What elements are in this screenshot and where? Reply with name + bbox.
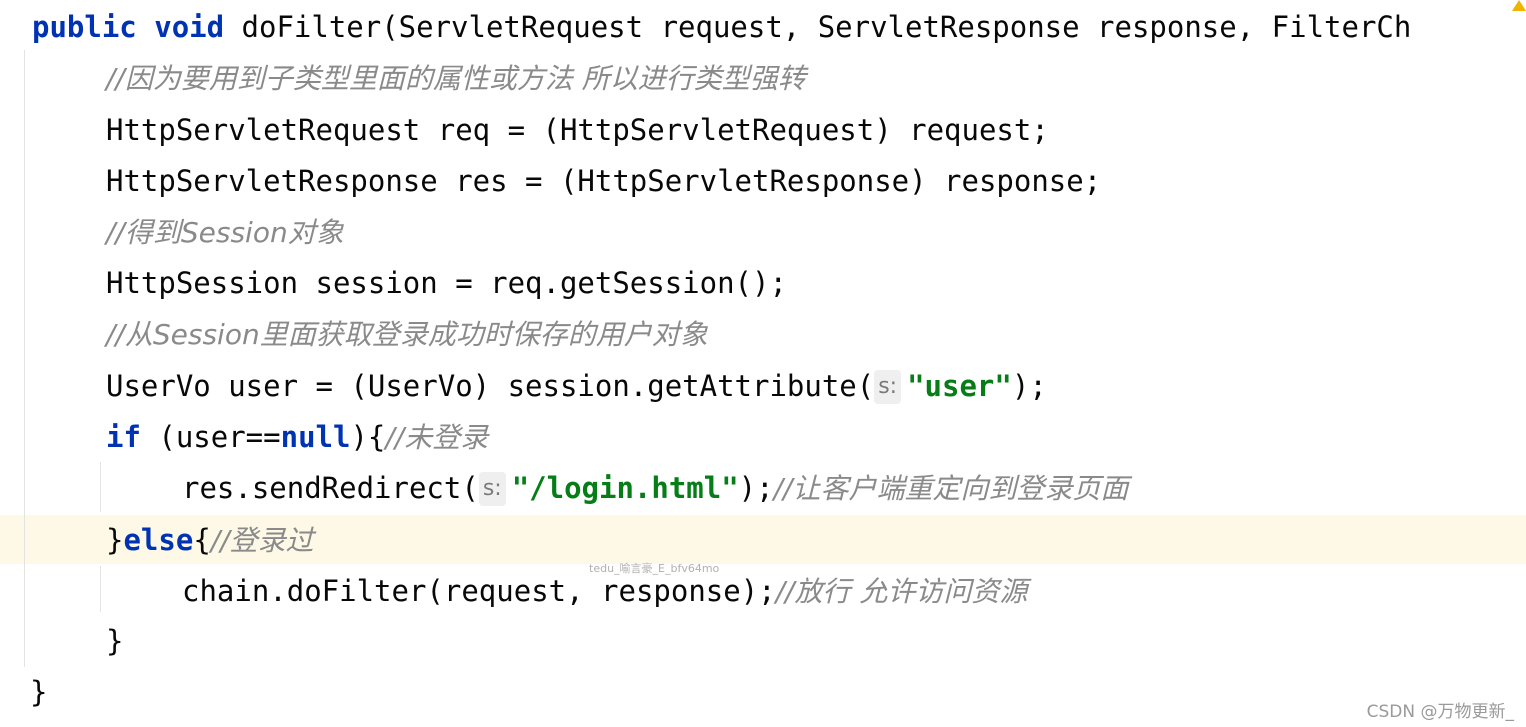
- warning-icon[interactable]: [1512, 0, 1526, 11]
- code-line-5: //得到Session对象: [106, 216, 344, 249]
- indent-guide: [100, 566, 101, 612]
- watermark-center: tedu_喻言豪_E_bfv64mo: [589, 562, 720, 575]
- param-hint: s:: [874, 370, 902, 404]
- code-line-3: HttpServletRequest req = (HttpServletReq…: [106, 113, 1049, 147]
- code-line-9: if (user==null){//未登录: [106, 420, 489, 454]
- code-line-8: UserVo user = (UserVo) session.getAttrib…: [106, 369, 1047, 404]
- code-line-1: public void doFilter(ServletRequest requ…: [32, 10, 1412, 44]
- param-hint: s:: [478, 472, 506, 506]
- code-line-13: }: [106, 624, 124, 658]
- code-line-11: }else{//登录过: [106, 523, 314, 557]
- code-line-10: res.sendRedirect(s:"/login.html");//让客户端…: [182, 471, 1129, 506]
- indent-guide: [24, 50, 25, 667]
- code-line-6: HttpSession session = req.getSession();: [106, 266, 787, 300]
- code-line-7: //从Session里面获取登录成功时保存的用户对象: [106, 318, 708, 351]
- indent-guide: [100, 462, 101, 512]
- current-line-highlight: [0, 515, 1526, 564]
- code-line-12: chain.doFilter(request, response);//放行 允…: [182, 574, 1028, 608]
- code-line-2: //因为要用到子类型里面的属性或方法 所以进行类型强转: [106, 62, 806, 95]
- watermark-corner: CSDN @万物更新_: [1366, 702, 1514, 722]
- code-line-4: HttpServletResponse res = (HttpServletRe…: [106, 164, 1102, 198]
- code-line-14: }: [30, 675, 48, 709]
